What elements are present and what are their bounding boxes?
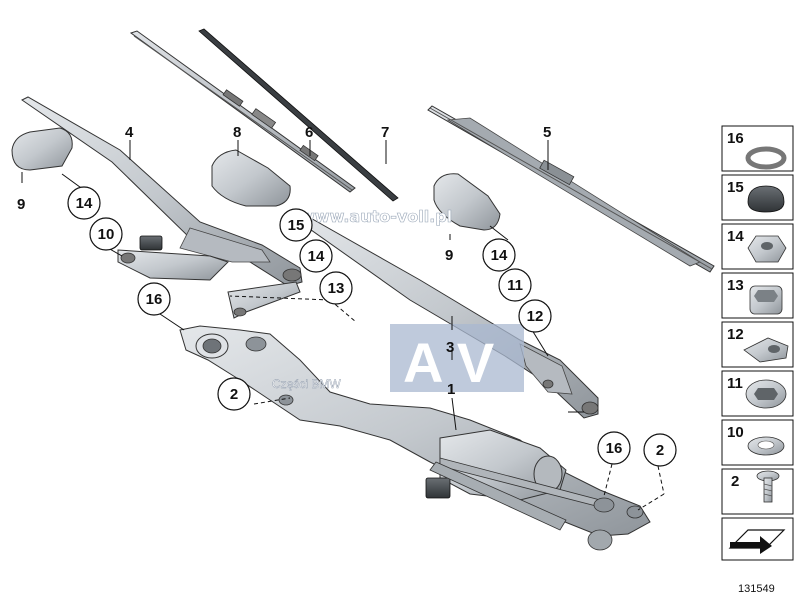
callout-label: 11 bbox=[507, 277, 523, 294]
arm-cover-center bbox=[211, 149, 291, 207]
callout-label: 1 bbox=[447, 381, 455, 398]
callout-9-right: 9 bbox=[445, 247, 453, 264]
callout-label: 16 bbox=[146, 291, 163, 308]
callout-label: 13 bbox=[328, 280, 345, 297]
callout-8: 8 bbox=[233, 124, 241, 141]
callout-label: 14 bbox=[76, 195, 93, 212]
arm-cover-left bbox=[11, 127, 73, 171]
callout-label: 14 bbox=[308, 248, 325, 265]
wiper-arm-left bbox=[21, 96, 303, 319]
watermark-url: www.auto-voll.pl bbox=[300, 207, 452, 226]
legend-number: 15 bbox=[727, 179, 744, 196]
callout-16-right: 16 bbox=[597, 431, 631, 465]
callout-7: 7 bbox=[381, 124, 389, 141]
wiper-rubber-strip bbox=[198, 28, 399, 202]
callout-2-left: 2 bbox=[217, 377, 251, 411]
callout-label: 10 bbox=[98, 226, 115, 243]
callout-label: 4 bbox=[125, 124, 134, 141]
legend-item-15: 15 bbox=[721, 174, 794, 221]
callout-13: 13 bbox=[319, 271, 353, 305]
callout-5: 5 bbox=[543, 124, 551, 141]
callout-label: 5 bbox=[543, 124, 551, 141]
cap-icon bbox=[747, 185, 785, 213]
seal-ring-icon bbox=[745, 146, 787, 170]
legend-number: 13 bbox=[727, 277, 744, 294]
legend-item-16: 16 bbox=[721, 125, 794, 172]
callout-label: 6 bbox=[305, 124, 313, 141]
legend-item-11: 11 bbox=[721, 370, 794, 417]
callout-label: 14 bbox=[491, 247, 508, 264]
callout-6: 6 bbox=[305, 124, 313, 141]
callout-16-left: 16 bbox=[137, 282, 171, 316]
legend-arrow-box bbox=[721, 517, 794, 561]
callout-14-left: 14 bbox=[67, 186, 101, 220]
watermark-letters: A V bbox=[403, 331, 494, 394]
callout-15: 15 bbox=[279, 208, 313, 242]
callout-label: 7 bbox=[381, 124, 389, 141]
leader-lines bbox=[21, 140, 665, 511]
legend-item-13: 13 bbox=[721, 272, 794, 319]
callout-label: 2 bbox=[656, 442, 664, 459]
wiper-blade-left bbox=[129, 30, 356, 193]
callout-10: 10 bbox=[89, 217, 123, 251]
callout-label: 8 bbox=[233, 124, 241, 141]
legend-number: 12 bbox=[727, 326, 744, 343]
callout-14-center: 14 bbox=[299, 239, 333, 273]
legend-item-2: 2 bbox=[721, 468, 794, 515]
callout-label: 9 bbox=[17, 196, 25, 213]
callout-label: 9 bbox=[445, 247, 453, 264]
callout-label: 12 bbox=[527, 308, 544, 325]
callout-4: 4 bbox=[125, 124, 134, 141]
screw-icon bbox=[756, 470, 780, 503]
wiper-linkage-frame bbox=[179, 325, 651, 551]
legend-number: 14 bbox=[727, 228, 744, 245]
callout-label: 3 bbox=[446, 339, 454, 356]
callout-label: 15 bbox=[288, 217, 305, 234]
callout-9-left: 9 bbox=[17, 196, 25, 213]
callout-2-right: 2 bbox=[643, 433, 677, 467]
legend-number: 2 bbox=[731, 473, 739, 490]
callout-12: 12 bbox=[518, 299, 552, 333]
callout-14-right: 14 bbox=[482, 238, 516, 272]
watermark-brand: Części BMW bbox=[272, 377, 341, 391]
legend-item-10: 10 bbox=[721, 419, 794, 466]
legend-item-12: 12 bbox=[721, 321, 794, 368]
callout-label: 2 bbox=[230, 386, 238, 403]
diagram-number: 131549 bbox=[738, 583, 775, 595]
arm-cover-right bbox=[433, 173, 501, 231]
legend-number: 10 bbox=[727, 424, 744, 441]
watermark-logo: A V bbox=[390, 324, 524, 394]
legend-number: 11 bbox=[727, 375, 743, 392]
parts-legend: 16 15 14 13 12 bbox=[721, 125, 794, 561]
washer-tab-icon bbox=[743, 337, 789, 363]
callout-3: 3 bbox=[446, 339, 454, 356]
callout-label: 16 bbox=[606, 440, 623, 457]
legend-number: 16 bbox=[727, 130, 744, 147]
callout-1: 1 bbox=[447, 381, 455, 398]
callout-11: 11 bbox=[498, 268, 532, 302]
legend-item-14: 14 bbox=[721, 223, 794, 270]
